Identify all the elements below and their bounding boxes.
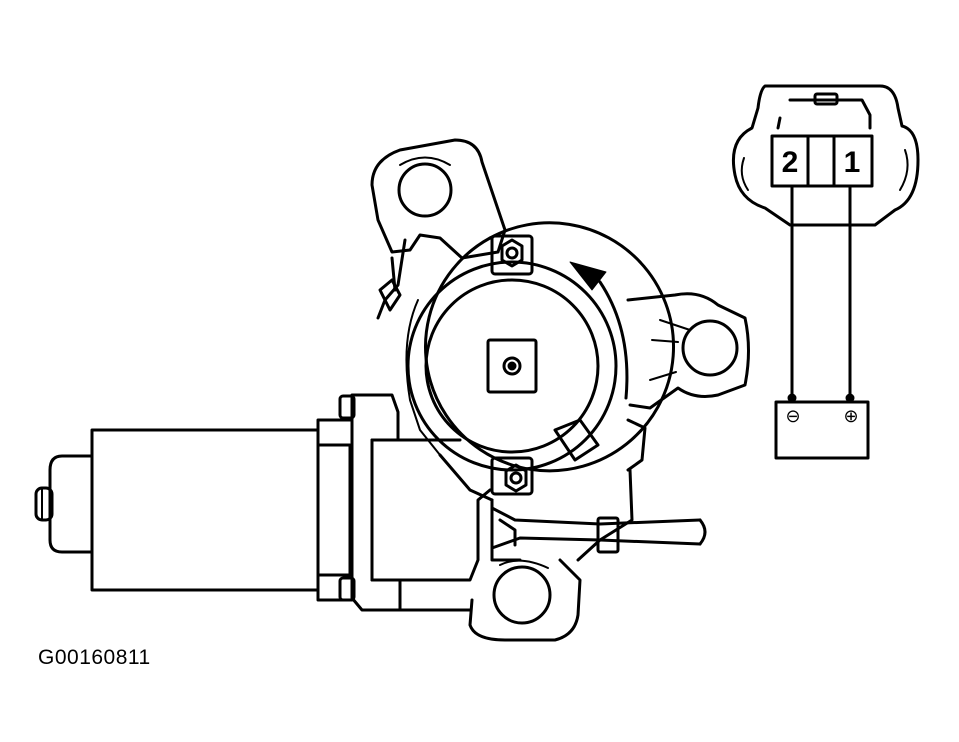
upper-mount-ear: [370, 138, 507, 320]
battery-box: [774, 400, 870, 460]
battery-positive-symbol: ⊕: [843, 406, 858, 426]
motor-housing: [34, 418, 354, 602]
connector-pin-2-label: 2: [782, 146, 799, 179]
gear-housing: [378, 221, 676, 562]
rotation-direction-arrow: [569, 261, 629, 400]
wire-harness: [490, 498, 707, 562]
bottom-nut: [504, 463, 528, 493]
output-drive: [486, 338, 538, 394]
battery-negative-symbol: ⊖: [785, 406, 800, 426]
right-mount-ear: [626, 292, 750, 410]
lower-mount-ear: [468, 558, 582, 642]
figure-caption: G00160811: [38, 646, 151, 669]
gearbox-flange: [338, 393, 492, 612]
connector-housing: [731, 84, 920, 227]
connector-pin-1-label: 1: [844, 146, 861, 179]
top-nut: [500, 238, 524, 268]
